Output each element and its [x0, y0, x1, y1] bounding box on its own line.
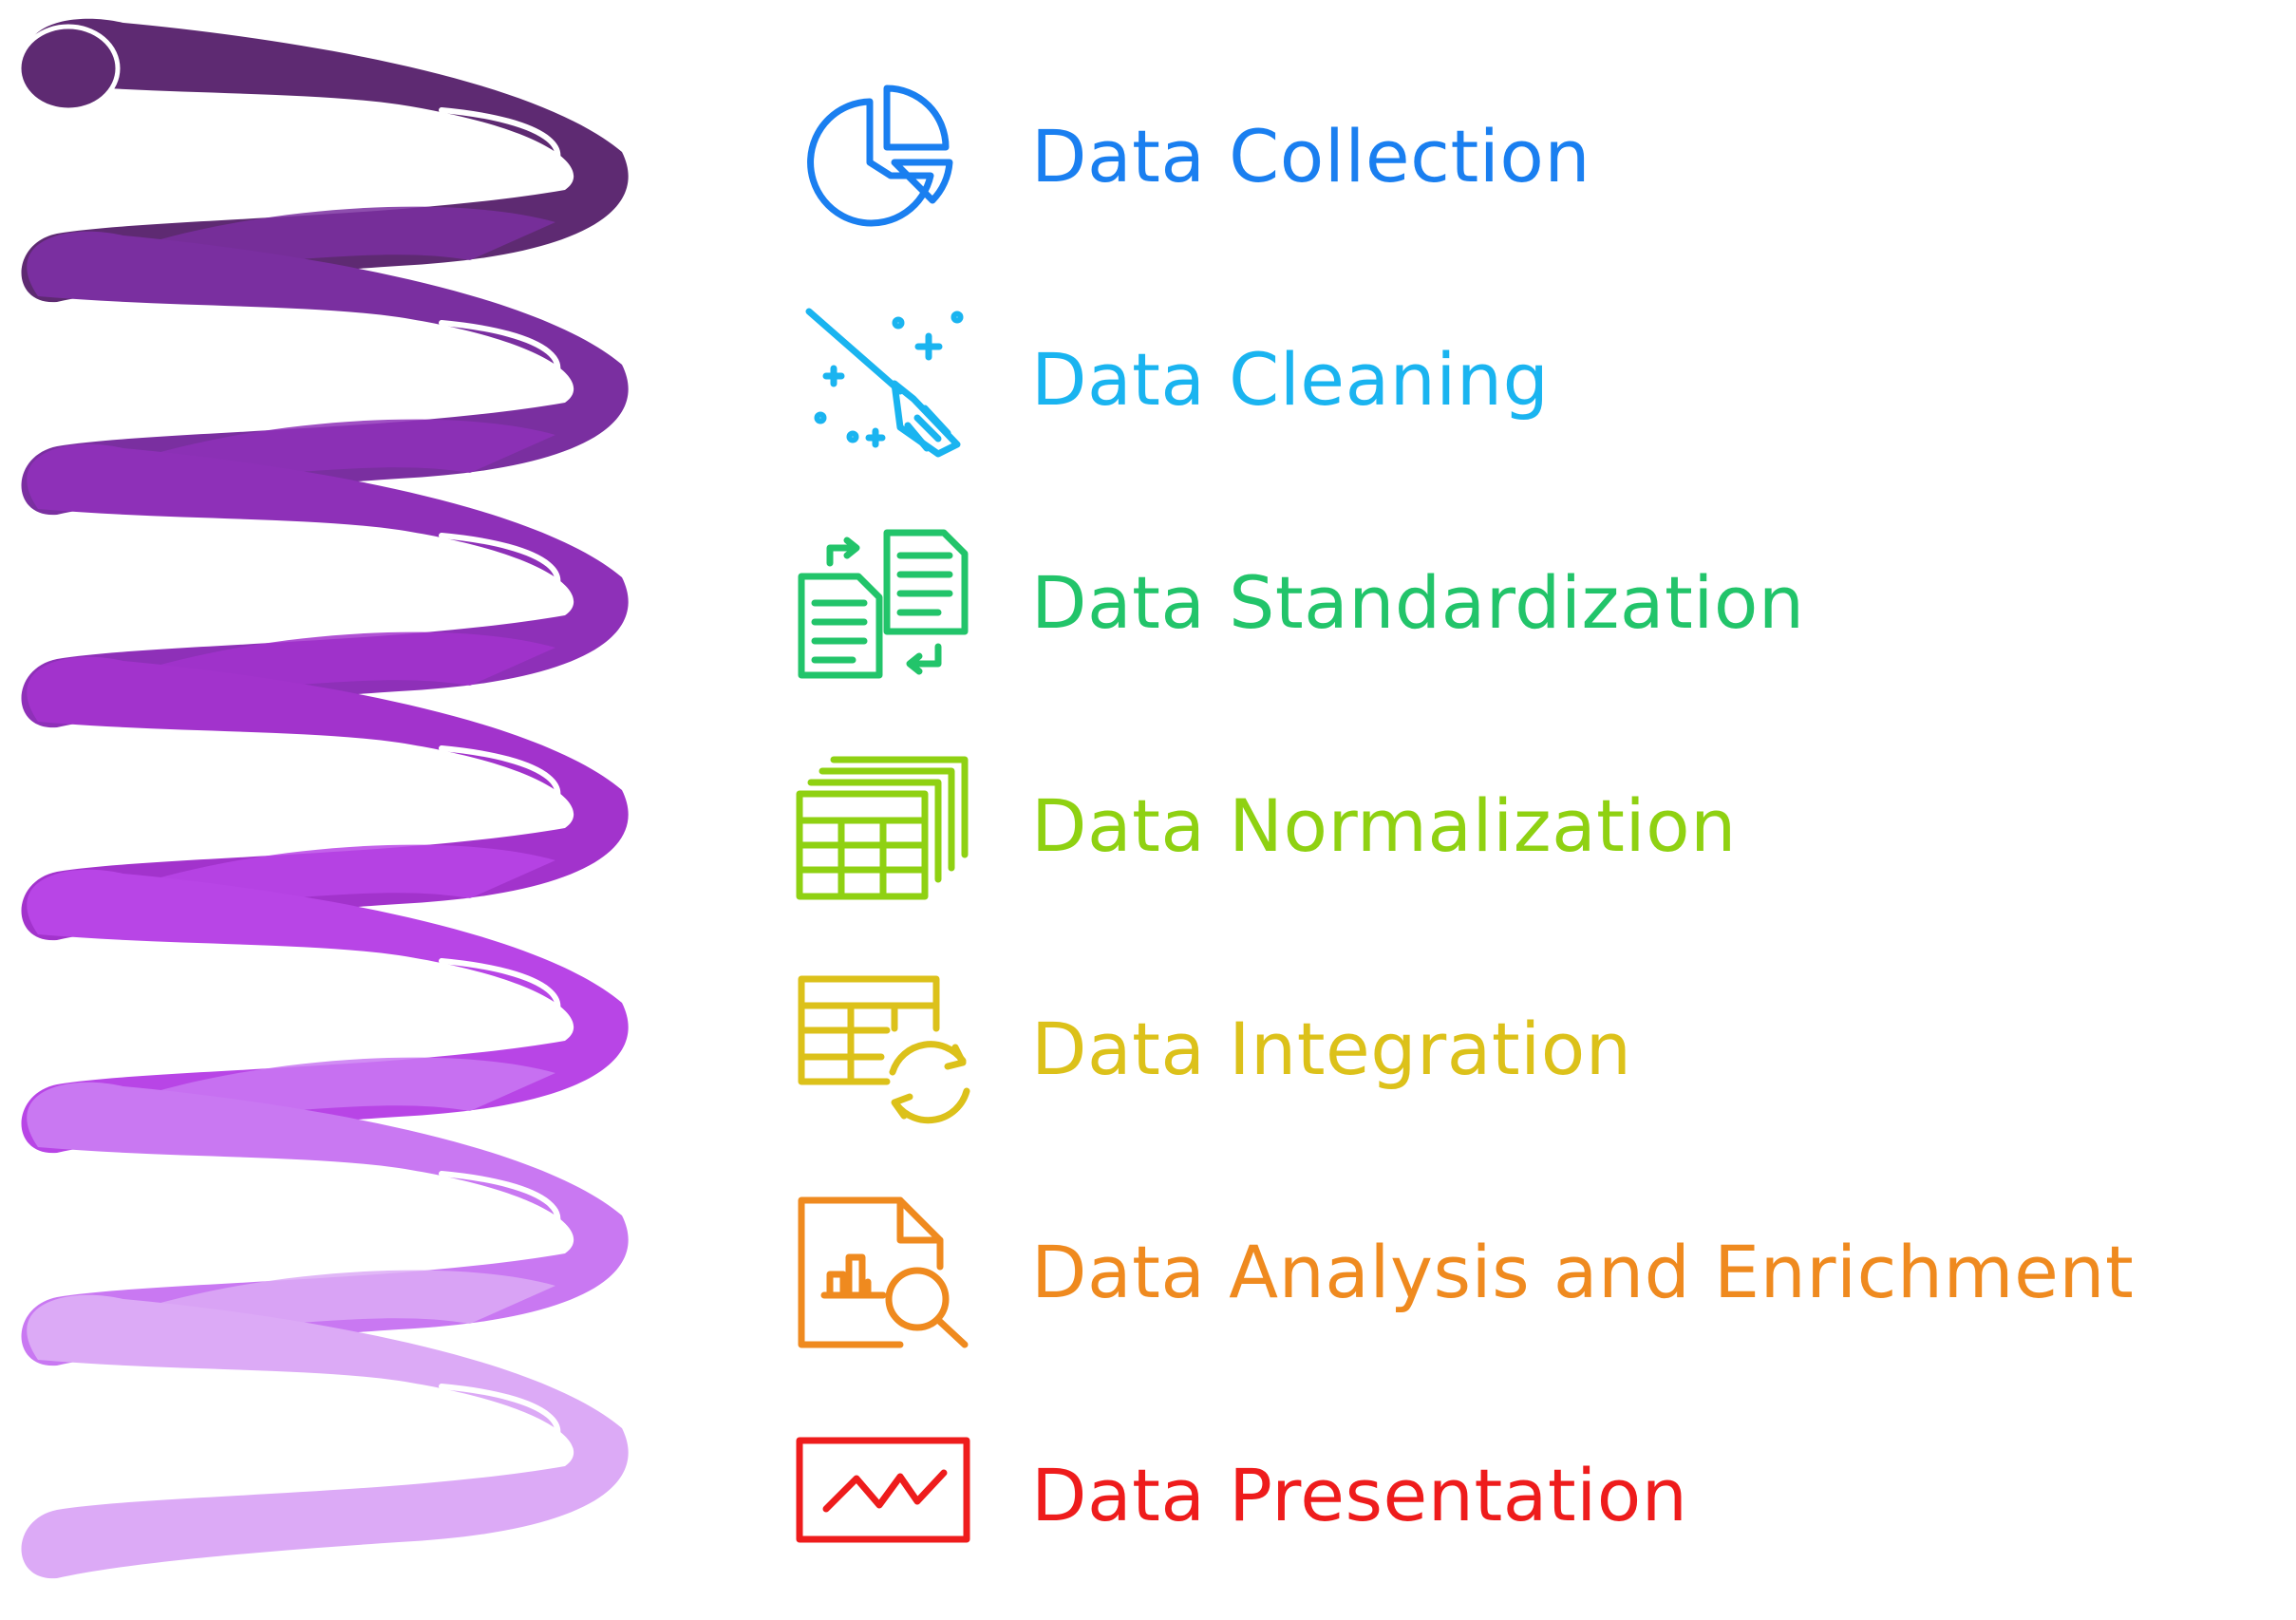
step-data-cleaning: Data Cleaning [794, 290, 1549, 470]
spiral-coil [21, 1270, 629, 1579]
step-label: Data Cleaning [1031, 337, 1550, 422]
step-label: Data Standardization [1031, 560, 1805, 645]
table-sync-icon [794, 969, 974, 1130]
step-data-normalization: Data Normalization [794, 736, 1737, 916]
step-label: Data Analysis and Enrichment [1031, 1230, 2135, 1314]
step-data-presentation: Data Presentation [794, 1405, 1687, 1586]
document-search-icon [794, 1192, 974, 1353]
documents-swap-icon [794, 522, 974, 684]
line-chart-icon [794, 1415, 974, 1576]
spiral-end-cap [16, 24, 121, 113]
step-label: Data Presentation [1031, 1453, 1688, 1537]
pie-chart-icon [794, 76, 974, 237]
step-data-standardization: Data Standardization [794, 513, 1805, 693]
broom-icon [794, 299, 974, 461]
step-label: Data Normalization [1031, 783, 1737, 868]
step-label: Data Collection [1031, 114, 1591, 198]
step-data-analysis-and-enrichment: Data Analysis and Enrichment [794, 1182, 2134, 1363]
spiral-graphic [16, 18, 629, 1579]
step-data-collection: Data Collection [794, 66, 1590, 247]
stacked-tables-icon [794, 745, 974, 907]
step-label: Data Integration [1031, 1007, 1632, 1091]
step-data-integration: Data Integration [794, 959, 1631, 1140]
